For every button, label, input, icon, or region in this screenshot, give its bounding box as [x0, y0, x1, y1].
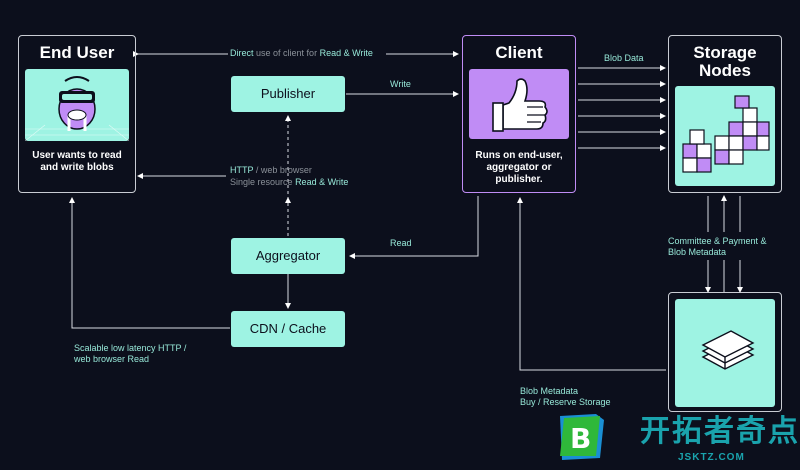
end-user-title: End User — [39, 43, 115, 62]
scalable-label-1: Scalable low latency HTTP / — [74, 343, 187, 353]
watermark-url: JSKTZ.COM — [678, 452, 745, 463]
single-label-b: Read & Write — [295, 177, 349, 187]
http-label-a: HTTP — [230, 165, 254, 175]
end-user-description: User wants to read and write blobs — [32, 150, 122, 173]
stacked-sheets-icon — [701, 330, 755, 370]
direct-label-c: Read & Write — [319, 48, 373, 58]
cdn-cache-box: CDN / Cache — [231, 311, 345, 347]
watermark-logo: B — [556, 412, 608, 462]
thumbs-up-icon — [492, 78, 548, 132]
client-title: Client — [495, 43, 543, 62]
committee-label-1: Committee & Payment & — [668, 236, 767, 246]
storage-title-line2: Nodes — [699, 61, 751, 80]
blob-metadata-label-2: Buy / Reserve Storage — [520, 397, 611, 407]
storage-illustration — [675, 86, 775, 186]
aggregator-box: Aggregator — [231, 238, 345, 274]
walrus-vr-icon — [24, 76, 130, 142]
storage-nodes-node: Storage Nodes — [668, 35, 782, 193]
storage-title-line1: Storage — [693, 43, 757, 62]
client-illustration — [469, 69, 569, 139]
watermark-logo-letter: B — [570, 422, 591, 455]
client-node: Client Runs on end-user, aggregator or p… — [462, 35, 576, 193]
http-label-b: / web browser — [255, 165, 312, 175]
http-browser-label: HTTP / web browser — [230, 165, 312, 176]
read-label: Read — [390, 238, 412, 248]
cube-stack-icon — [682, 95, 770, 173]
chain-illustration — [675, 299, 775, 407]
direct-label-a: Direct — [230, 48, 254, 58]
single-resource-label: Single resource Read & Write — [230, 177, 348, 188]
end-user-illustration — [24, 69, 130, 142]
end-user-node: End User User wants to read and write bl… — [18, 35, 136, 193]
chain-node — [668, 292, 782, 412]
watermark-text: 开拓者奇点 — [640, 414, 800, 449]
single-label-a: Single resource — [230, 177, 293, 187]
blob-metadata-label-1: Blob Metadata — [520, 386, 579, 396]
client-description: Runs on end-user, aggregator or publishe… — [475, 150, 563, 185]
committee-label-2: Blob Metadata — [668, 247, 727, 257]
direct-label-b: use of client for — [256, 48, 318, 58]
publisher-box: Publisher — [231, 76, 345, 112]
blob-data-label: Blob Data — [604, 53, 644, 63]
write-label: Write — [390, 79, 411, 89]
scalable-label-2: web browser Read — [74, 354, 150, 364]
watermark-logo-icon: B — [560, 414, 604, 460]
direct-use-label: Direct use of client for Read & Write — [230, 48, 373, 59]
